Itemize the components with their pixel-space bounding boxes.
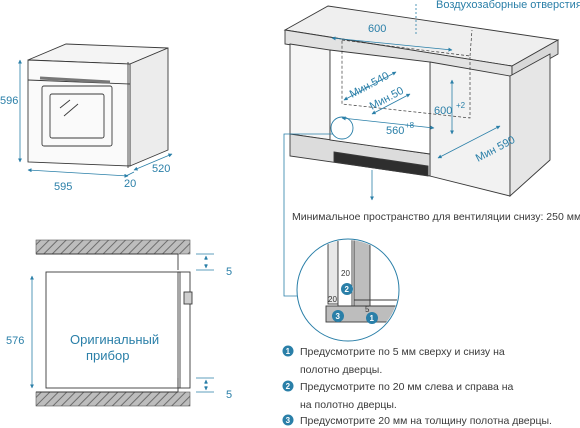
oven-dimension-lines bbox=[18, 59, 173, 178]
note-2: 2 Предусмотрите по 20 мм слева и справа … bbox=[282, 380, 514, 411]
svg-text:1: 1 bbox=[370, 314, 375, 323]
note-1-line1: Предусмотрите по 5 мм сверху и снизу на bbox=[300, 346, 505, 358]
cabinet-560-tolerance: +8 bbox=[405, 121, 415, 130]
cabinet-dimension-lines bbox=[331, 4, 501, 201]
oven-height-label: 596 bbox=[0, 95, 18, 107]
detail-leader-line bbox=[283, 133, 333, 297]
detail-gap-20-b: 20 bbox=[328, 295, 337, 304]
cabinet-560-label: 560 bbox=[386, 125, 404, 137]
svg-text:2: 2 bbox=[345, 285, 350, 294]
oven-isometric bbox=[27, 43, 169, 168]
detail-marker-circle bbox=[330, 116, 354, 140]
oven-side-outline bbox=[36, 253, 193, 393]
detail-gap-5: 5 bbox=[365, 305, 370, 314]
top-shelf-hatched bbox=[35, 239, 191, 255]
oven-depth-label: 520 bbox=[152, 163, 170, 175]
side-height-label: 576 bbox=[6, 335, 24, 347]
note-3: 3 Предусмотрите 20 мм на толщину полотна… bbox=[282, 414, 552, 427]
cabinet-height-tolerance: +2 bbox=[456, 101, 466, 110]
oven-width-label: 595 bbox=[54, 181, 72, 193]
svg-text:1: 1 bbox=[286, 347, 291, 356]
side-gap-bottom-label: 5 bbox=[226, 389, 232, 401]
note-1-line2: полотно дверцы. bbox=[300, 364, 382, 376]
oven-door-label: 20 bbox=[124, 178, 136, 190]
vent-note: Воздухозаборные отверстия bbox=[436, 0, 580, 11]
detail-badge-3: 3 bbox=[332, 310, 344, 322]
vent-caption: Минимальное пространство для вентиляции … bbox=[292, 211, 580, 223]
side-gap-top-label: 5 bbox=[226, 266, 232, 278]
detail-gap-20-a: 20 bbox=[341, 269, 350, 278]
note-1: 1 Предусмотрите по 5 мм сверху и снизу н… bbox=[282, 345, 505, 376]
note-2-line1: Предусмотрите по 20 мм слева и справа на bbox=[300, 381, 514, 393]
note-2-line2: на полотно дверцы. bbox=[300, 399, 397, 411]
cabinet-width-label: 600 bbox=[368, 23, 386, 35]
detail-badge-2: 2 bbox=[341, 283, 353, 295]
bottom-shelf-hatched bbox=[35, 391, 191, 407]
svg-text:3: 3 bbox=[336, 312, 341, 321]
svg-text:2: 2 bbox=[286, 382, 291, 391]
side-label-line1: Оригинальный bbox=[70, 332, 159, 347]
note-3-line1: Предусмотрите 20 мм на толщину полотна д… bbox=[300, 415, 552, 427]
cabinet-isometric bbox=[283, 5, 560, 198]
detail-badge-1: 1 bbox=[366, 312, 378, 324]
side-dimension-lines bbox=[30, 253, 214, 393]
cabinet-height-label: 600 bbox=[434, 105, 452, 117]
side-label-line2: прибор bbox=[86, 348, 129, 363]
svg-text:3: 3 bbox=[286, 416, 291, 425]
